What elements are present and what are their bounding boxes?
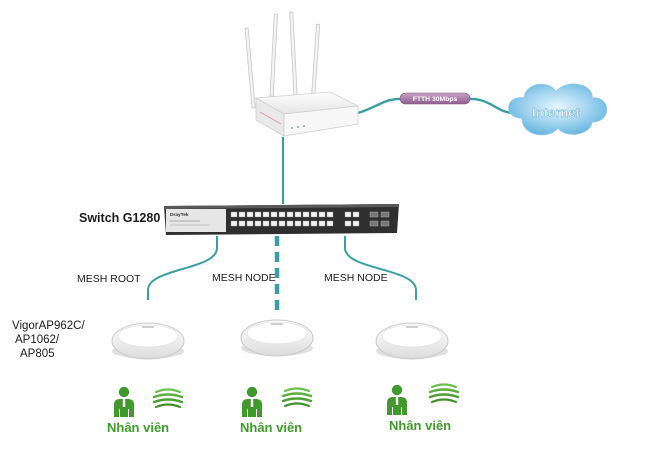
ftth-tag-text: FTTH 30Mbps (413, 96, 458, 103)
router-icon (244, 11, 360, 137)
ftth-link-tag: FTTH 30Mbps (399, 92, 471, 105)
mesh-root-cable (147, 236, 218, 300)
mesh-node-label: MESH NODE (324, 272, 388, 284)
staff-label: Nhân viên (240, 420, 303, 435)
internet-cloud-icon: Internet (508, 83, 607, 136)
uplink-cable (357, 97, 405, 115)
internet-cable (468, 97, 515, 115)
switch-label: Switch G1280 (79, 211, 161, 225)
staff-label: Nhân viên (107, 420, 170, 435)
ap-model-label: VigorAP962C/ AP1062/ AP805 (12, 319, 85, 361)
ap-model-line: AP1062/ (15, 334, 60, 346)
mesh-node-cable (344, 236, 417, 300)
ap-model-line: VigorAP962C/ (12, 320, 85, 332)
switch-ports (230, 211, 360, 227)
switch-icon: DrayTek (164, 204, 399, 235)
mesh-node-label: MESH NODE (212, 272, 276, 284)
switch-brand: DrayTek (170, 212, 189, 218)
staff-label: Nhân viên (389, 418, 452, 433)
ap-model-line: AP805 (20, 348, 55, 360)
mesh-root-label: MESH ROOT (77, 273, 141, 285)
sfp-ports (369, 211, 390, 227)
internet-label: Internet (532, 105, 580, 120)
